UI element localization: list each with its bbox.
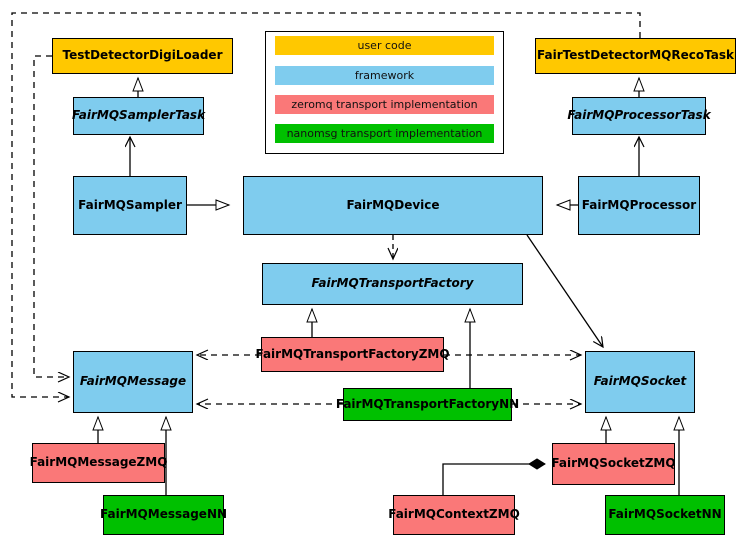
- class-box-fairmq-processor[interactable]: FairMQProcessor: [578, 176, 700, 235]
- class-label: FairMQMessageZMQ: [29, 455, 168, 470]
- class-box-fairmq-transport-factory-zmq[interactable]: FairMQTransportFactoryZMQ: [255, 337, 450, 372]
- class-box-fairmq-message[interactable]: FairMQMessage: [73, 351, 193, 413]
- legend-label: nanomsg transport implementation: [286, 127, 483, 140]
- class-box-fairmq-context-zmq[interactable]: FairMQContextZMQ: [388, 495, 520, 535]
- class-box-fairmq-sampler[interactable]: FairMQSampler: [73, 176, 187, 235]
- class-label: FairMQTransportFactoryNN: [335, 396, 520, 411]
- class-label: FairMQSocketNN: [608, 507, 722, 522]
- class-label: FairMQSamplerTask: [71, 108, 206, 123]
- class-label: FairMQContextZMQ: [388, 507, 520, 522]
- class-box-fairmq-device[interactable]: FairMQDevice: [243, 176, 543, 235]
- class-box-fairmq-socket-zmq[interactable]: FairMQSocketZMQ: [551, 443, 676, 485]
- class-box-fairmq-socket-nn[interactable]: FairMQSocketNN: [605, 495, 725, 535]
- class-label: FairMQTransportFactoryZMQ: [255, 346, 450, 361]
- class-box-fairmq-transport-factory[interactable]: FairMQTransportFactory: [262, 263, 523, 305]
- class-box-fairmq-message-nn[interactable]: FairMQMessageNN: [100, 495, 227, 535]
- class-label: FairMQMessageNN: [99, 507, 228, 522]
- class-label: FairMQSocket: [593, 374, 687, 389]
- class-label: FairMQMessage: [79, 374, 187, 389]
- class-label: FairMQSampler: [78, 197, 182, 212]
- legend-label: framework: [354, 69, 415, 82]
- legend-label: user code: [357, 39, 412, 52]
- class-label: FairMQSocketZMQ: [551, 456, 676, 471]
- legend-item-framework: framework: [275, 66, 494, 85]
- class-label: FairMQTransportFactory: [311, 276, 474, 291]
- class-box-fair-test-detector-mq-reco-task[interactable]: FairTestDetectorMQRecoTask: [535, 38, 736, 74]
- class-label: FairMQProcessorTask: [567, 108, 711, 123]
- class-label: FairMQProcessor: [581, 197, 697, 212]
- class-box-test-detector-digi-loader[interactable]: TestDetectorDigiLoader: [52, 38, 233, 74]
- legend-item-nanomsg: nanomsg transport implementation: [275, 124, 494, 143]
- class-label: TestDetectorDigiLoader: [62, 48, 223, 63]
- class-box-fairmq-message-zmq[interactable]: FairMQMessageZMQ: [30, 443, 167, 483]
- legend-item-user-code: user code: [275, 36, 494, 55]
- class-box-fairmq-socket[interactable]: FairMQSocket: [585, 351, 695, 413]
- legend-label: zeromq transport implementation: [291, 98, 478, 111]
- legend-item-zeromq: zeromq transport implementation: [275, 95, 494, 114]
- class-label: FairTestDetectorMQRecoTask: [537, 48, 734, 63]
- class-box-fairmq-transport-factory-nn[interactable]: FairMQTransportFactoryNN: [336, 388, 519, 421]
- class-label: FairMQDevice: [346, 197, 440, 212]
- class-box-fairmq-processor-task[interactable]: FairMQProcessorTask: [567, 97, 711, 135]
- class-box-fairmq-sampler-task[interactable]: FairMQSamplerTask: [72, 97, 205, 135]
